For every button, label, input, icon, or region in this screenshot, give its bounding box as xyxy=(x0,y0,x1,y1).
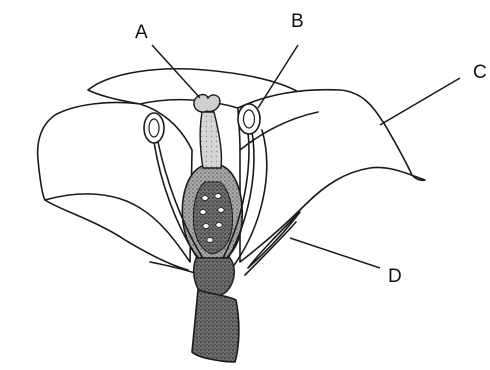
ovary-cavity xyxy=(193,182,232,254)
sepal-left xyxy=(150,262,200,275)
label-b: B xyxy=(291,11,304,32)
pedicel xyxy=(192,290,239,362)
leader-c xyxy=(380,78,460,125)
leader-d xyxy=(290,238,380,268)
label-d: D xyxy=(388,266,402,287)
anther-left xyxy=(144,113,164,143)
label-a: A xyxy=(135,22,148,43)
anther-right xyxy=(238,104,260,134)
stigma xyxy=(194,95,220,112)
style xyxy=(200,112,221,168)
label-c: C xyxy=(473,62,487,83)
